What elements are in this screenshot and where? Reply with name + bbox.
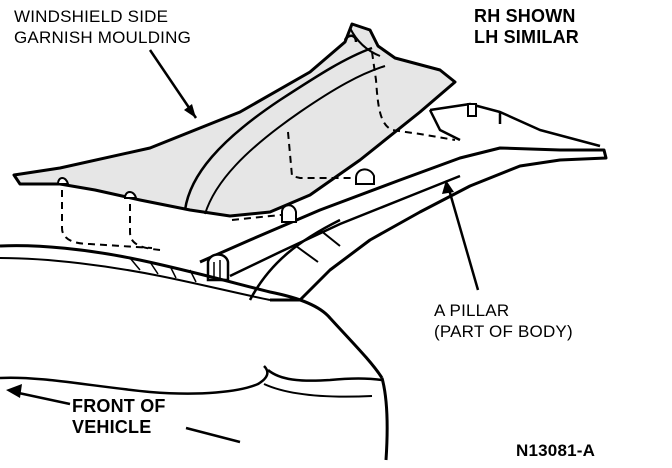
a-pillar-rib (295, 229, 341, 263)
garnish-label-line-1: WINDSHIELD SIDE (14, 7, 169, 26)
a-pillar-top-bracket (428, 102, 601, 148)
a-pillar-label-line-2: (PART OF BODY) (434, 322, 573, 341)
dash-hatch (129, 257, 197, 283)
pillar-leader (446, 185, 480, 291)
dash-top-edge (0, 244, 384, 379)
pillar-slot (206, 253, 230, 282)
front-arrow-head (6, 384, 22, 398)
pillar-slot (355, 168, 375, 185)
dash-second-edge (0, 257, 271, 301)
a-pillar-outer (199, 146, 608, 302)
garnish-moulding-panel (12, 22, 457, 218)
a-pillar-label: A PILLAR (PART OF BODY) (434, 300, 573, 342)
figure-id-label: N13081-A (516, 441, 596, 460)
garnish-leader (148, 49, 198, 119)
door-edge-lower (267, 369, 383, 382)
door-opening (0, 365, 269, 395)
garnish-label-line-2: GARNISH MOULDING (14, 28, 191, 47)
garnish-inner-edge-2 (204, 65, 386, 215)
dashed-guide-lines (61, 51, 456, 251)
side-note-line-2: LH SIMILAR (474, 27, 579, 47)
pillar-leader-arrow (442, 180, 454, 194)
pillar-slot (281, 204, 297, 223)
garnish-clip (123, 191, 138, 199)
front-label-line-1: FRONT OF (72, 396, 166, 416)
garnish-clip (343, 34, 358, 43)
garnish-leader-arrow (184, 104, 196, 118)
front-label-line-2: VEHICLE (72, 417, 152, 437)
garnish-moulding-label: WINDSHIELD SIDE GARNISH MOULDING (14, 6, 191, 48)
garnish-top-lip (349, 27, 381, 57)
garnish-clip (56, 177, 70, 185)
a-pillar-tab (467, 103, 477, 117)
front-arrow-tail (185, 426, 241, 444)
a-pillar-inner (229, 174, 461, 278)
a-pillar-label-line-1: A PILLAR (434, 301, 510, 320)
front-arrow-line (13, 390, 71, 406)
garnish-inner-edge (183, 46, 373, 211)
body-bottom (380, 377, 389, 461)
front-of-vehicle-label: FRONT OF VEHICLE (72, 396, 166, 438)
door-edge-lower-2 (263, 383, 373, 398)
side-note-line-1: RH SHOWN (474, 6, 576, 26)
side-note-label: RH SHOWN LH SIMILAR (474, 6, 579, 48)
